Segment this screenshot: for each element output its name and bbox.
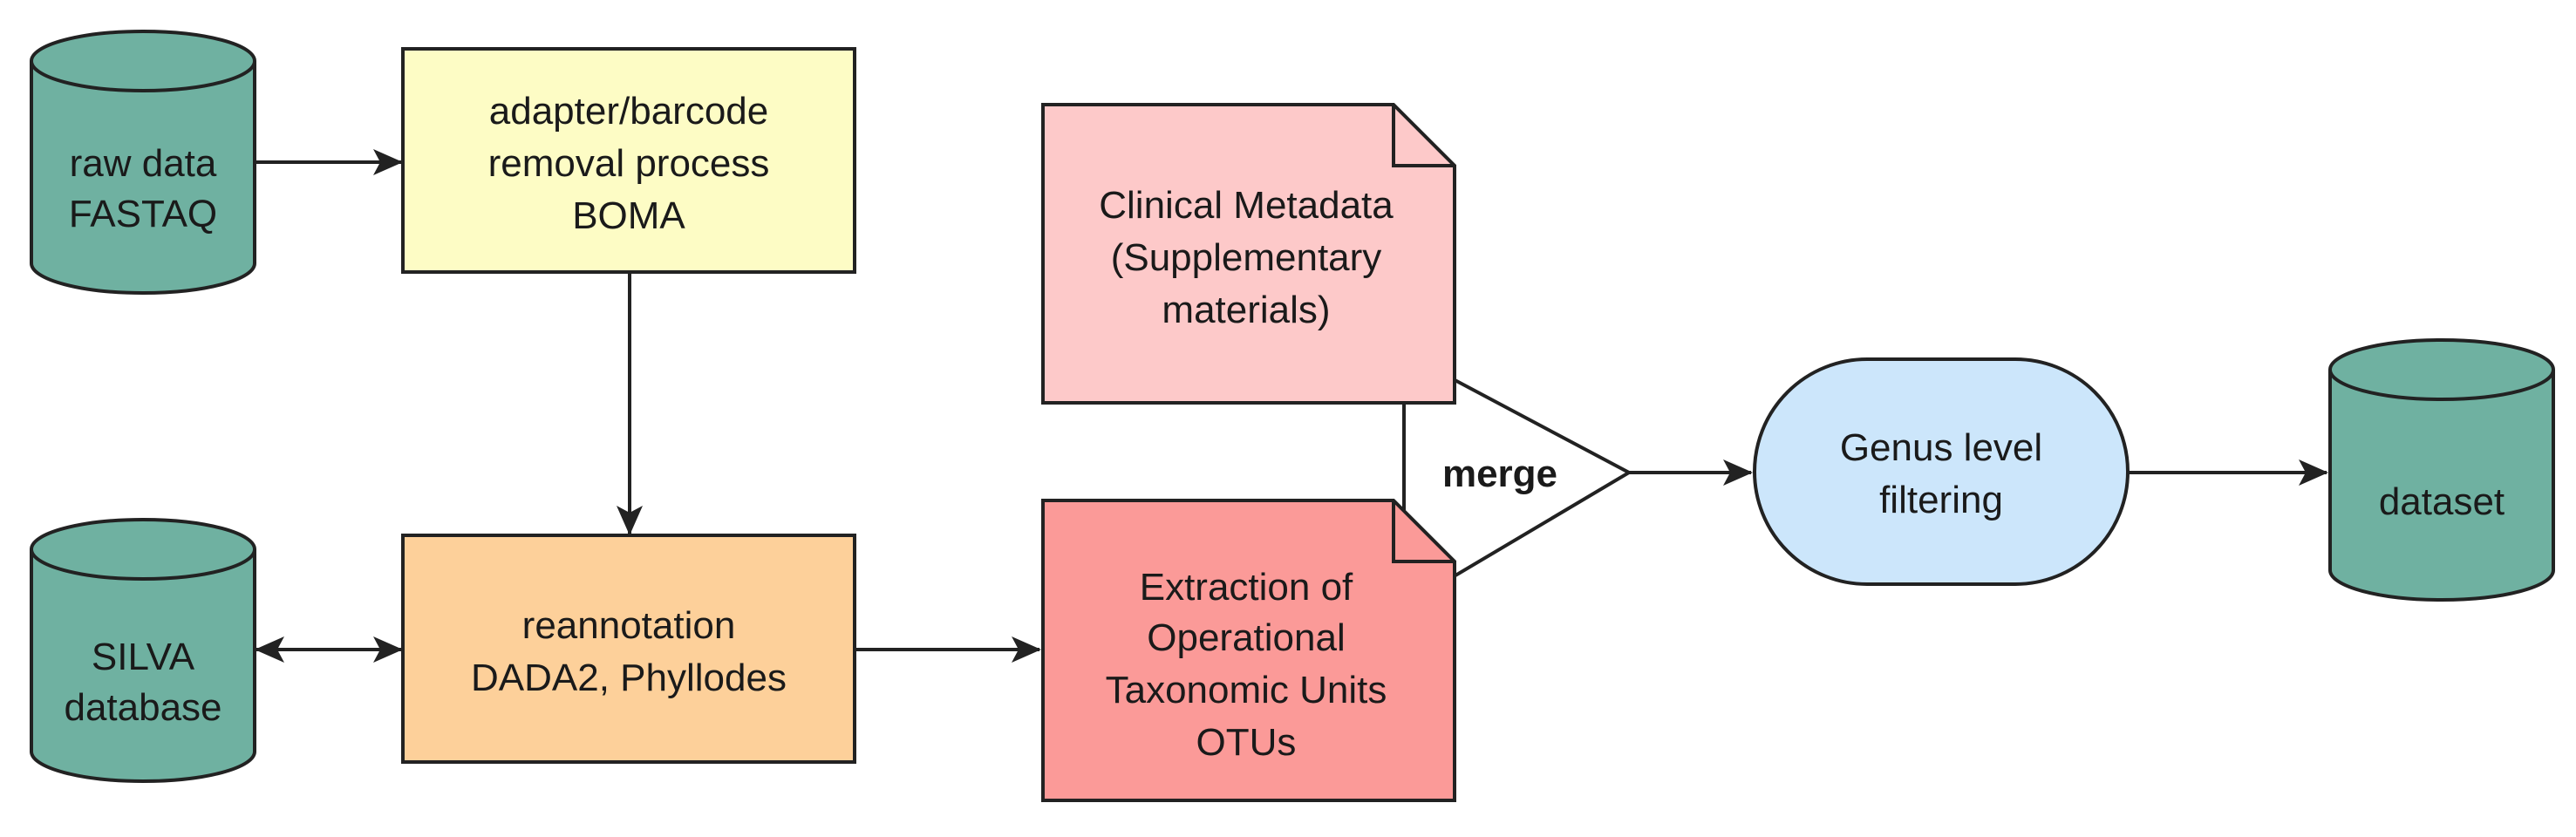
adapter-label-line2: removal process <box>488 142 770 185</box>
silva-label-line1: SILVA <box>92 636 195 678</box>
silva-label-line2: database <box>64 686 221 729</box>
raw-data-cylinder: raw data FASTAQ <box>30 30 256 295</box>
merge-node: merge <box>1402 350 1633 609</box>
silva-cylinder: SILVA database <box>30 518 256 783</box>
genus-filter-shape <box>1753 357 2130 586</box>
silva-cylinder-top <box>30 518 256 581</box>
adapter-box-rect <box>401 47 856 274</box>
adapter-label-line1: adapter/barcode <box>489 90 768 133</box>
extraction-label-line4: OTUs <box>1196 721 1297 764</box>
raw-data-label-line2: FASTAQ <box>69 193 217 235</box>
adapter-label-line3: BOMA <box>572 194 685 237</box>
genus-label-line1: Genus level <box>1840 426 2042 469</box>
extraction-label-line2: Operational <box>1147 616 1345 659</box>
adapter-box: adapter/barcode removal process BOMA <box>401 47 856 274</box>
dataset-cylinder-top <box>2328 338 2555 401</box>
raw-data-label-line1: raw data <box>70 142 217 185</box>
merge-triangle <box>1402 350 1633 609</box>
genus-label-line2: filtering <box>1879 479 2003 521</box>
dataset-label: dataset <box>2379 480 2504 523</box>
reannotation-box-rect <box>401 534 856 764</box>
reannotation-box: reannotation DADA2, Phyllodes <box>401 534 856 764</box>
dataset-cylinder-body <box>2328 370 2555 602</box>
extraction-note-shape <box>1041 499 1456 802</box>
genus-filter-node: Genus level filtering <box>1753 357 2130 586</box>
raw-data-cylinder-top <box>30 30 256 92</box>
dataset-cylinder: dataset <box>2328 338 2555 602</box>
reannotation-label-line1: reannotation <box>522 604 736 647</box>
clinical-note-shape <box>1041 103 1456 405</box>
extraction-label-line3: Taxonomic Units <box>1106 669 1387 711</box>
clinical-label-line1: Clinical Metadata <box>1099 184 1394 227</box>
clinical-label-line2: (Supplementary <box>1111 236 1382 279</box>
extraction-note: Extraction of Operational Taxonomic Unit… <box>1041 499 1456 802</box>
extraction-note-fold <box>1392 500 1455 563</box>
merge-label: merge <box>1442 453 1557 495</box>
clinical-label-line3: materials) <box>1162 289 1330 331</box>
reannotation-label-line2: DADA2, Phyllodes <box>471 657 787 699</box>
silva-cylinder-body <box>30 549 256 783</box>
clinical-metadata-note: Clinical Metadata (Supplementary materia… <box>1041 103 1456 405</box>
raw-data-cylinder-body <box>30 61 256 295</box>
extraction-label-line1: Extraction of <box>1140 566 1353 609</box>
clinical-note-fold <box>1392 105 1455 167</box>
